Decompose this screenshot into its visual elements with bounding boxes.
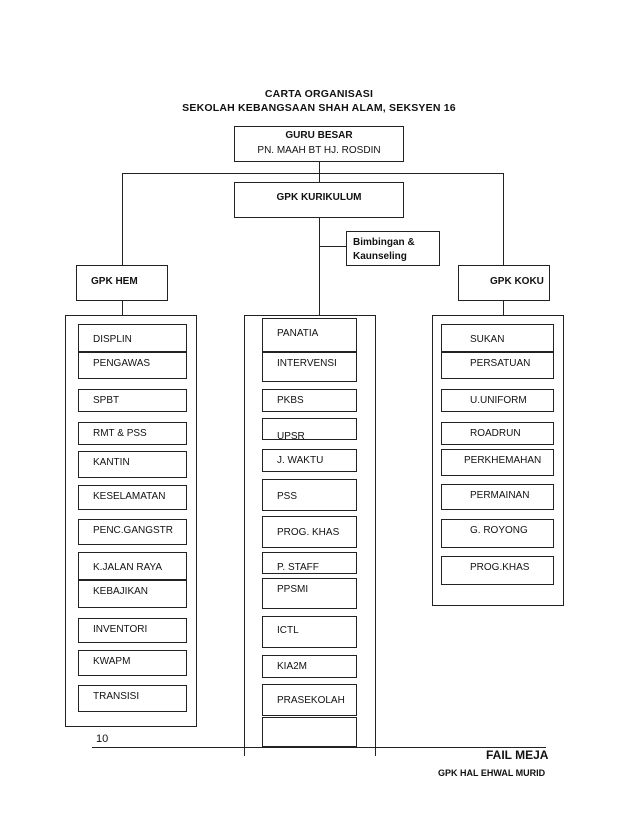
hem-item: RMT & PSS [78, 422, 187, 445]
gpk-koku-box: GPK KOKU [458, 265, 550, 301]
bimbingan-label-line1: Bimbingan & [353, 237, 415, 248]
kurikulum-item: J. WAKTU [262, 449, 357, 472]
koku-item: U.UNIFORM [441, 389, 554, 412]
kurikulum-item: P. STAFF [262, 552, 357, 574]
gpk-koku-label: GPK KOKU [490, 276, 544, 287]
bimbingan-kaunseling-box: Bimbingan & Kaunseling [346, 231, 440, 266]
koku-item: PERSATUAN [441, 352, 554, 379]
koku-column-top [432, 315, 564, 316]
kurikulum-item-empty [262, 717, 357, 747]
connector [319, 246, 346, 247]
koku-item: PROG.KHAS [441, 556, 554, 585]
hem-column [65, 315, 197, 727]
kurikulum-item: UPSR [262, 418, 357, 440]
koku-item: ROADRUN [441, 422, 554, 445]
guru-besar-box: GURU BESAR PN. MAAH BT HJ. ROSDIN [234, 126, 404, 162]
koku-item: PERKHEMAHAN [441, 449, 554, 476]
hem-item: INVENTORI [78, 618, 187, 643]
koku-item: SUKAN [441, 324, 554, 352]
kurikulum-item: INTERVENSI [262, 352, 357, 382]
hem-item: PENGAWAS [78, 352, 187, 379]
hem-item: KEBAJIKAN [78, 580, 187, 608]
footer-label: FAIL MEJA [486, 748, 549, 762]
kurikulum-item: ICTL [262, 616, 357, 648]
school-name: SEKOLAH KEBANGSAAN SHAH ALAM, SEKSYEN 16 [182, 102, 456, 114]
hem-item: K.JALAN RAYA [78, 552, 187, 580]
kurikulum-item: PPSMI [262, 578, 357, 609]
guru-besar-name: PN. MAAH BT HJ. ROSDIN [257, 145, 381, 156]
hem-item: KESELAMATAN [78, 485, 187, 510]
hem-item: KANTIN [78, 451, 187, 478]
hem-item: TRANSISI [78, 685, 187, 712]
kurikulum-item: PRASEKOLAH [262, 684, 357, 716]
connector [122, 173, 123, 265]
connector [319, 162, 320, 182]
connector [503, 301, 504, 315]
connector [122, 301, 123, 315]
gpk-kurikulum-label: GPK KURIKULUM [276, 192, 362, 203]
koku-item: G. ROYONG [441, 519, 554, 548]
guru-besar-title: GURU BESAR [285, 130, 353, 141]
footer-rule [92, 747, 546, 748]
gpk-hem-label: GPK HEM [91, 276, 138, 287]
chart-title: CARTA ORGANISASI [264, 88, 374, 100]
connector [122, 173, 504, 174]
hem-item: SPBT [78, 389, 187, 412]
page-number: 10 [96, 733, 109, 745]
gpk-hem-box: GPK HEM [76, 265, 168, 301]
kurikulum-column-right [375, 315, 376, 756]
connector [503, 173, 504, 265]
footer-sublabel: GPK HAL EHWAL MURID [438, 768, 546, 778]
kurikulum-item: PSS [262, 479, 357, 511]
connector [319, 218, 320, 315]
hem-column-top [65, 315, 197, 316]
kurikulum-item: KIA2M [262, 655, 357, 678]
kurikulum-item: PROG. KHAS [262, 516, 357, 548]
kurikulum-column-top [244, 315, 376, 316]
hem-item: DISPLIN [78, 324, 187, 352]
kurikulum-column-left [244, 315, 245, 756]
gpk-kurikulum-box: GPK KURIKULUM [234, 182, 404, 218]
bimbingan-label-line2: Kaunseling [353, 251, 407, 262]
koku-column [432, 315, 564, 606]
kurikulum-item: PANATIA [262, 318, 357, 352]
koku-item: PERMAINAN [441, 484, 554, 510]
hem-item: KWAPM [78, 650, 187, 676]
kurikulum-item: PKBS [262, 389, 357, 412]
hem-item: PENC.GANGSTR [78, 519, 187, 545]
